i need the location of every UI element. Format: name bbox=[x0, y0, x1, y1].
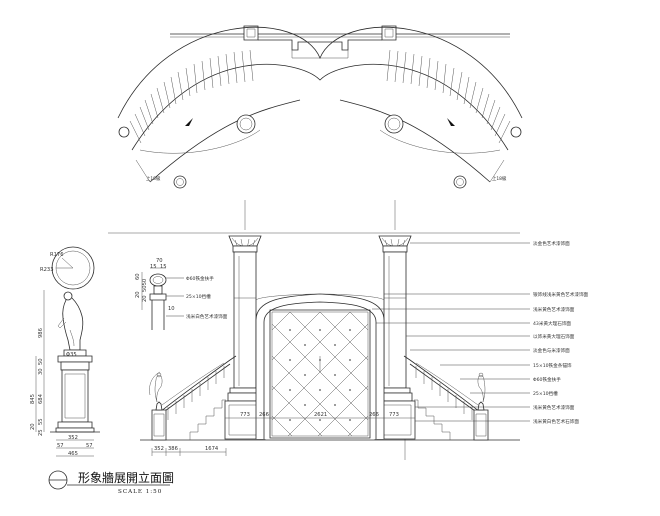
plan-column-right bbox=[382, 26, 396, 40]
callout-8: 25×10挡槽 bbox=[533, 390, 558, 397]
hr-dim-15a: 15 bbox=[150, 264, 157, 270]
callout-9: 浅米黄色艺术漆饰面 bbox=[533, 404, 575, 411]
dim-352: 352 bbox=[154, 446, 164, 452]
callout-4: 以饰米黄大理石饰面 bbox=[533, 333, 575, 340]
plan-label-left: 上18級 bbox=[146, 175, 161, 182]
statue-h57b: 57 bbox=[86, 443, 93, 449]
statue-v55: 55 bbox=[38, 418, 44, 425]
callout-10: 浅米黄白色艺术石饰面 bbox=[533, 418, 579, 425]
plan-post-left-bottom bbox=[174, 176, 186, 188]
dim-1674: 1674 bbox=[205, 446, 219, 452]
statue-v25: 25 bbox=[38, 429, 44, 436]
dim-773-right: 773 bbox=[389, 412, 399, 418]
dim-386: 386 bbox=[168, 446, 178, 452]
statue-v50: 50 bbox=[38, 358, 44, 365]
hr-dim-70: 70 bbox=[156, 258, 163, 264]
hr-note-2: 25×10挡槽 bbox=[186, 293, 211, 300]
callout-2: 浅米黄色艺术漆饰面 bbox=[533, 306, 575, 313]
right-flight-treads bbox=[387, 50, 510, 143]
up-arrow-right-icon bbox=[447, 118, 455, 126]
left-stair bbox=[149, 356, 236, 440]
dim-773-left: 773 bbox=[240, 412, 250, 418]
left-flight-treads bbox=[130, 50, 253, 143]
callout-6: 15×10铁金条锚饰 bbox=[533, 362, 572, 369]
hr-dim-5050: 5050 bbox=[142, 279, 148, 292]
callout-1: 银饰线浅米黄色艺术漆饰面 bbox=[533, 291, 589, 298]
stair-plan: 上18級 上18級 bbox=[118, 26, 522, 188]
statue-r233: R233 bbox=[40, 267, 54, 273]
callout-5: 淡金色与米漆饰面 bbox=[533, 347, 570, 354]
statue-figure bbox=[63, 297, 83, 350]
main-elevation: 352 386 1674 773 266 2621 266 773 bbox=[108, 200, 530, 460]
hr-dim-10: 10 bbox=[168, 306, 175, 312]
callout-leaders bbox=[372, 243, 530, 421]
right-stair bbox=[404, 356, 488, 440]
statue-v986: 986 bbox=[38, 328, 44, 338]
title-block: 形象牆展開立面圖 SCALE 1:50 bbox=[49, 470, 174, 495]
statue-d435: Φ35 bbox=[66, 352, 77, 358]
hr-note-1: Φ60铁金扶手 bbox=[186, 275, 214, 282]
callout-0: 淡金色艺术漆饰面 bbox=[533, 240, 570, 247]
statue-r176: R176 bbox=[50, 252, 64, 258]
statue-v684: 684 bbox=[38, 393, 44, 404]
dim-2621: 2621 bbox=[314, 412, 327, 418]
column-left bbox=[225, 236, 265, 439]
plan-post-right-bottom bbox=[454, 176, 466, 188]
up-arrow-left-icon bbox=[185, 118, 193, 126]
statue-h57a: 57 bbox=[57, 443, 64, 449]
dim-266-left: 266 bbox=[259, 412, 269, 418]
hr-dim-20: 20 bbox=[135, 291, 141, 298]
hr-note-3: 浅米白色艺术漆饰面 bbox=[186, 313, 228, 320]
drawing-scale: SCALE 1:50 bbox=[118, 489, 162, 495]
plan-post-left-end bbox=[119, 127, 129, 137]
statue-v20: 20 bbox=[30, 423, 36, 430]
statue-v30: 30 bbox=[38, 368, 44, 375]
plan-label-right: 上18級 bbox=[492, 175, 507, 182]
statue-h352: 352 bbox=[68, 435, 78, 441]
plan-column-left bbox=[244, 26, 258, 40]
statue-h465: 465 bbox=[68, 451, 78, 457]
newel-post-left bbox=[237, 115, 255, 133]
statue-plan-circle bbox=[52, 247, 94, 289]
statue-v845: 845 bbox=[30, 394, 36, 404]
handrail-section-detail: 70 15 15 60 20 5050 20 10 Φ60铁金扶手 25×10挡… bbox=[135, 258, 228, 330]
elevation-dimensions: 352 386 1674 773 266 2621 266 773 bbox=[152, 412, 415, 456]
feature-wall bbox=[256, 294, 384, 439]
drawing-title: 形象牆展開立面圖 bbox=[78, 470, 174, 485]
plan-post-right-end bbox=[511, 127, 521, 137]
statue-detail: R176 R233 Φ35 986 50 30 845 684 55 20 25… bbox=[30, 247, 100, 457]
hr-dim-60: 60 bbox=[135, 273, 141, 280]
callout-labels: 淡金色艺术漆饰面 银饰线浅米黄色艺术漆饰面 浅米黄色艺术漆饰面 43米黄大理石饰… bbox=[533, 240, 589, 425]
dim-266-right: 266 bbox=[369, 412, 379, 418]
callout-3: 43米黄大理石饰面 bbox=[533, 320, 571, 327]
hr-dim-20b: 20 bbox=[142, 295, 148, 302]
hr-dim-15b: 15 bbox=[160, 264, 167, 270]
callout-7: Φ60铁金扶手 bbox=[533, 376, 561, 383]
newel-post-right bbox=[385, 115, 403, 133]
